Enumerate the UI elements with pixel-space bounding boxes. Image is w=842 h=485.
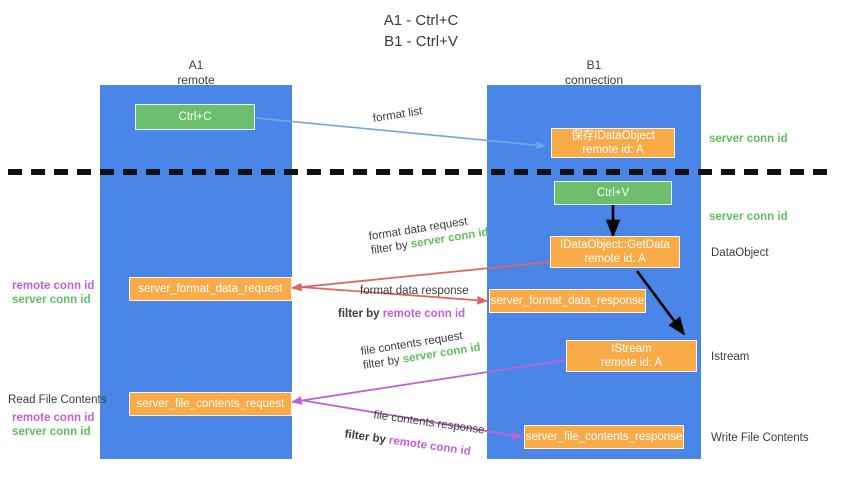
annotation-format-data-response: format data response filter by remote co…	[338, 284, 469, 321]
right-label-istream: Istream	[711, 351, 750, 363]
annotation-file-contents-request: file contents request filter by server c…	[360, 327, 482, 373]
annotation-format-list: format list	[372, 105, 424, 125]
remote-conn-id-label-1: remote conn id	[382, 308, 466, 320]
box-idataobject-getdata-line-1: IDataObject::GetData	[560, 239, 670, 251]
box-ctrl-v[interactable]: Ctrl+V	[554, 181, 672, 205]
filter-by-label-2: filter by	[338, 308, 380, 320]
annotation-file-contents-response: file contents response filter by remote …	[344, 408, 485, 460]
lane-header-a1: A1 remote	[96, 58, 296, 88]
left-label-server-conn-id-1: server conn id	[12, 294, 91, 306]
box-ctrl-c[interactable]: Ctrl+C	[135, 104, 255, 130]
left-label-group-file: remote conn id server conn id	[12, 411, 94, 439]
filter-by-label-4: filter by	[343, 428, 387, 446]
box-idataobject-getdata[interactable]: IDataObject::GetData remote id: A	[550, 236, 680, 268]
box-server-file-contents-response-label: server_file_contents_response	[525, 431, 683, 443]
right-label-write-file-contents: Write File Contents	[711, 432, 809, 444]
lane-b1-subtitle: connection	[564, 73, 624, 87]
lane-a1-subtitle: remote	[177, 73, 215, 87]
box-server-file-contents-request-label: server_file_contents_request	[136, 398, 285, 410]
right-label-dataobject: DataObject	[711, 247, 769, 259]
box-istream-line-1: IStream	[611, 343, 652, 355]
box-save-idataobject-line-2: remote id: A	[582, 144, 644, 156]
annotation-format-data-request: format data request filter by server con…	[368, 212, 490, 258]
lane-b1-name: B1	[586, 58, 602, 72]
box-istream-line-2: remote id: A	[600, 357, 663, 369]
right-label-server-conn-id-mid: server conn id	[709, 211, 788, 223]
diagram-title: A1 - Ctrl+C B1 - Ctrl+V	[0, 10, 842, 52]
box-ctrl-c-label: Ctrl+C	[178, 111, 212, 123]
left-label-remote-conn-id-1: remote conn id	[12, 280, 95, 292]
box-server-format-data-request[interactable]: server_format_data_request	[129, 277, 292, 301]
box-istream[interactable]: IStream remote id: A	[566, 340, 697, 372]
left-label-group-format: remote conn id server conn id	[12, 279, 94, 307]
right-label-server-conn-id-top: server conn id	[709, 133, 788, 145]
title-line-1: A1 - Ctrl+C	[383, 12, 459, 29]
lane-header-b1: B1 connection	[494, 58, 694, 88]
box-server-format-data-response-label: server_format_data_response	[490, 295, 645, 307]
lane-a1-name: A1	[188, 58, 204, 72]
left-label-server-conn-id-2: server conn id	[12, 426, 91, 438]
box-server-file-contents-request[interactable]: server_file_contents_request	[129, 392, 292, 416]
box-server-format-data-request-label: server_format_data_request	[138, 283, 283, 295]
box-idataobject-getdata-line-2: remote id: A	[584, 253, 646, 265]
box-server-file-contents-response[interactable]: server_file_contents_response	[524, 425, 684, 449]
annotation-format-data-response-filter: filter by remote conn id	[338, 307, 469, 321]
left-label-remote-conn-id-2: remote conn id	[12, 412, 95, 424]
box-save-idataobject[interactable]: 保存IDataObject remote id: A	[551, 128, 675, 158]
box-save-idataobject-line-1: 保存IDataObject	[571, 130, 655, 142]
box-server-format-data-response[interactable]: server_format_data_response	[489, 289, 646, 313]
title-line-2: B1 - Ctrl+V	[384, 33, 458, 50]
box-ctrl-v-label: Ctrl+V	[596, 187, 630, 199]
left-label-read-file-contents: Read File Contents	[8, 394, 107, 406]
annotation-format-data-response-text: format data response	[360, 285, 469, 297]
remote-conn-id-label-2: remote conn id	[388, 434, 472, 458]
